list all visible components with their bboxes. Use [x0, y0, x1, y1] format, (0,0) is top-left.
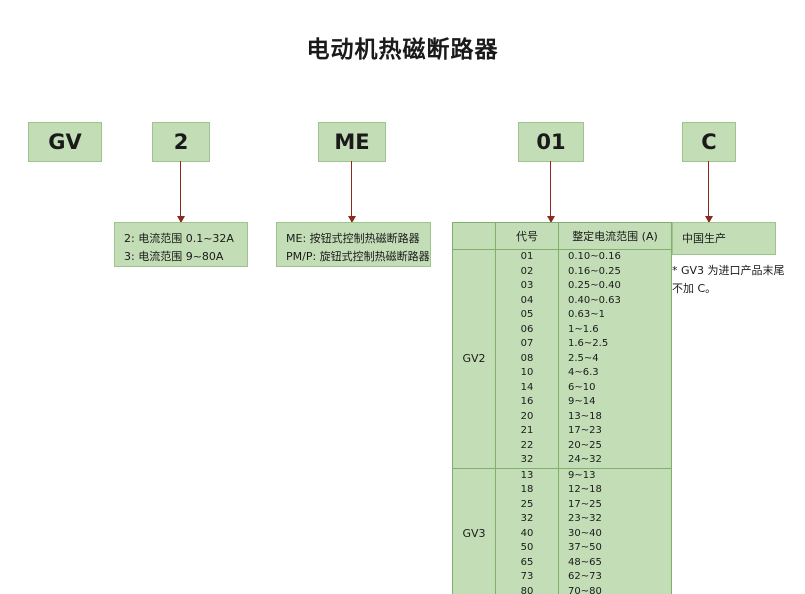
origin-note-line-2: 不加 C。 [672, 281, 717, 295]
group-name-gv3: GV3 [452, 467, 496, 594]
table-header-range: 整定电流范围 (A) [558, 222, 672, 250]
table-row: GV3 13 18 25 32 40 50 65 73 80 9~13 12~1… [452, 467, 672, 594]
group-codes-gv2: 01 02 03 04 05 06 07 08 10 14 16 20 21 2… [495, 249, 559, 469]
range-cell: 0.40~0.63 [568, 294, 621, 306]
page-title: 电动机热磁断路器 [306, 37, 499, 63]
code-cell: 25 [520, 498, 534, 510]
range-cell: 0.10~0.16 [568, 251, 621, 262]
panel-current-range: 2: 电流范围 0.1~32A 3: 电流范围 9~80A [114, 222, 248, 267]
group-ranges-gv2: 0.10~0.16 0.16~0.25 0.25~0.40 0.40~0.63 … [558, 249, 672, 469]
code-cell: 06 [520, 323, 534, 335]
range-cell: 37~50 [568, 542, 602, 553]
code-cell: 32 [520, 513, 534, 524]
code-box-series: 2 [152, 122, 210, 162]
panel-origin: 中国生产 [672, 222, 776, 255]
origin-note: * GV3 为进口产品末尾 不加 C。 [672, 262, 792, 297]
range-cell: 9~13 [568, 469, 596, 481]
range-cell: 4~6.3 [568, 367, 599, 378]
code-cell: 21 [520, 425, 534, 436]
code-cell: 50 [520, 542, 534, 553]
range-cell: 13~18 [568, 410, 602, 422]
group-name-gv2: GV2 [452, 249, 496, 469]
code-cell: 16 [520, 396, 534, 407]
code-cell: 73 [520, 571, 534, 582]
code-box-type: ME [318, 122, 386, 162]
arrow-series [176, 161, 185, 223]
current-range-line-1: 2: 电流范围 0.1~32A [124, 232, 234, 245]
range-cell: 0.16~0.25 [568, 265, 621, 277]
range-cell: 70~80 [568, 585, 602, 594]
range-cell: 1.6~2.5 [568, 338, 609, 349]
code-box-origin: C [682, 122, 736, 162]
table-corner-cell [452, 222, 496, 250]
table-header-code: 代号 [495, 222, 559, 250]
code-cell: 08 [520, 352, 534, 364]
code-box-current-code: 01 [518, 122, 584, 162]
code-cell: 13 [520, 469, 534, 481]
range-cell: 6~10 [568, 381, 596, 393]
code-cell: 02 [520, 265, 534, 277]
origin-note-line-1: * GV3 为进口产品末尾 [672, 264, 785, 277]
arrow-current-code [546, 161, 555, 223]
code-cell: 80 [520, 585, 534, 594]
range-cell: 0.25~0.40 [568, 280, 621, 291]
code-cell: 20 [520, 410, 534, 422]
range-cell: 30~40 [568, 527, 602, 539]
range-cell: 17~25 [568, 498, 602, 510]
group-ranges-gv3: 9~13 12~18 17~25 23~32 30~40 37~50 48~65… [558, 467, 672, 594]
range-cell: 48~65 [568, 556, 602, 568]
code-cell: 65 [520, 556, 534, 568]
arrow-type [347, 161, 356, 223]
range-cell: 23~32 [568, 513, 602, 524]
code-cell: 05 [520, 309, 534, 320]
range-cell: 12~18 [568, 484, 602, 495]
arrow-origin [704, 161, 713, 223]
range-cell: 62~73 [568, 571, 602, 582]
origin-line-1: 中国生产 [682, 232, 726, 245]
code-cell: 07 [520, 338, 534, 349]
current-setting-table: 代号 整定电流范围 (A) GV2 01 02 03 04 05 06 07 0… [452, 222, 672, 594]
code-cell: 03 [520, 280, 534, 291]
range-cell: 24~32 [568, 454, 602, 465]
code-cell: 32 [520, 454, 534, 465]
code-cell: 22 [520, 439, 534, 451]
table-header-row: 代号 整定电流范围 (A) [452, 222, 672, 250]
code-cell: 18 [520, 484, 534, 495]
range-cell: 1~1.6 [568, 323, 599, 335]
code-box-gv: GV [28, 122, 102, 162]
range-cell: 17~23 [568, 425, 602, 436]
type-line-1: ME: 按钮式控制热磁断路器 [286, 232, 420, 245]
range-cell: 2.5~4 [568, 352, 599, 364]
panel-type: ME: 按钮式控制热磁断路器 PM/P: 旋钮式控制热磁断路器 [276, 222, 431, 267]
table-row: GV2 01 02 03 04 05 06 07 08 10 14 16 20 … [452, 249, 672, 469]
code-cell: 10 [520, 367, 534, 378]
range-cell: 9~14 [568, 396, 596, 407]
code-cell: 04 [520, 294, 534, 306]
code-cell: 01 [520, 251, 534, 262]
current-range-line-2: 3: 电流范围 9~80A [124, 250, 224, 264]
code-cell: 14 [520, 381, 534, 393]
code-cell: 40 [520, 527, 534, 539]
range-cell: 0.63~1 [568, 309, 606, 320]
type-line-2: PM/P: 旋钮式控制热磁断路器 [286, 250, 430, 264]
range-cell: 20~25 [568, 439, 602, 451]
group-codes-gv3: 13 18 25 32 40 50 65 73 80 [495, 467, 559, 594]
